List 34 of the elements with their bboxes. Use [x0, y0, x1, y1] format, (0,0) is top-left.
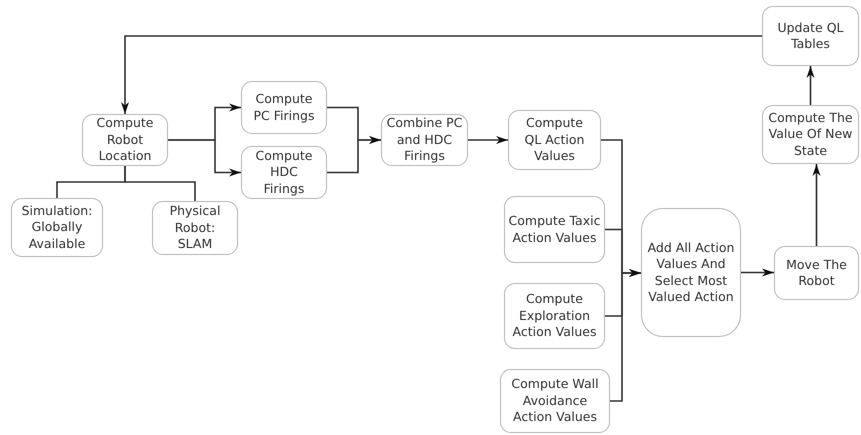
step-text: Physical Robot: SLAM — [168, 203, 222, 253]
process-box — [641, 208, 741, 337]
step-text: Compute PC Firings — [252, 91, 316, 124]
arrow — [327, 136, 381, 174]
process-box — [504, 283, 605, 349]
process-box — [82, 114, 168, 166]
step-text: Compute QL Action Values — [524, 115, 586, 165]
process-box — [241, 81, 327, 134]
arrow — [806, 66, 814, 105]
step-text: Compute Wall Avoidance Action Values — [510, 376, 600, 426]
process-box — [152, 201, 238, 255]
step-text: Compute Taxic Action Values — [508, 213, 602, 246]
arrow — [121, 35, 762, 114]
step-text: Move The Robot — [785, 256, 848, 290]
step-text: Update QL Tables — [776, 20, 845, 52]
arrow — [168, 139, 241, 176]
arrow — [812, 164, 820, 246]
process-box — [241, 146, 327, 199]
arrow — [741, 268, 774, 276]
arrow — [468, 136, 508, 144]
process-box — [508, 110, 601, 170]
arrow — [610, 269, 641, 402]
process-box — [774, 246, 859, 300]
step-text: Compute The Value Of New State — [767, 110, 854, 160]
process-box — [762, 6, 859, 66]
process-box — [11, 198, 103, 257]
step-text: Compute Robot Location — [95, 115, 154, 165]
step-text: Compute HDC Firings — [254, 148, 314, 198]
step-text: Combine PC and HDC Firings — [386, 115, 464, 165]
process-box — [500, 369, 610, 433]
step-text: Simulation: Globally Available — [20, 202, 94, 252]
process-box — [504, 196, 605, 263]
step-text: Add All Action Values And Select Most Valued Action — [646, 240, 736, 306]
step-text: Compute Exploration Action Values — [512, 291, 598, 341]
